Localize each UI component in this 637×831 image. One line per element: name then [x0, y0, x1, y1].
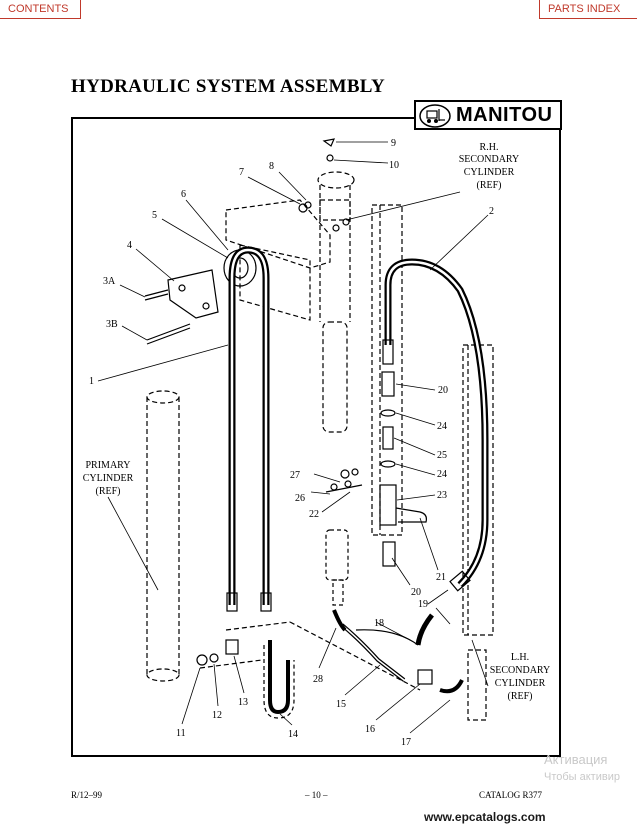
callout-12: 12 — [212, 710, 222, 721]
lh-label-line2: SECONDARY — [490, 665, 551, 676]
tee-13 — [225, 639, 239, 655]
callout-20a: 20 — [438, 385, 448, 396]
callout-19: 19 — [418, 599, 428, 610]
contents-button[interactable]: CONTENTS — [0, 0, 81, 19]
valve-23 — [379, 484, 397, 526]
callout-25: 25 — [437, 450, 447, 461]
tube-21 — [395, 507, 427, 523]
washer-10 — [326, 154, 334, 162]
adapter-20-top — [381, 371, 395, 397]
oring-24-bottom — [380, 460, 396, 468]
mounting-plate — [167, 269, 219, 319]
callout-27: 27 — [290, 470, 300, 481]
rh-label-line3: CYLINDER — [464, 167, 515, 178]
callout-5: 5 — [152, 210, 157, 221]
callout-14: 14 — [288, 729, 298, 740]
lh-label-line4: (REF) — [508, 691, 533, 702]
callout-20b: 20 — [411, 587, 421, 598]
manitou-logo: MANITOU — [414, 100, 562, 130]
callouts: 1 2 3A 3B 4 5 6 7 8 9 10 11 12 13 14 15 … — [89, 138, 494, 748]
bolts — [144, 289, 191, 345]
lh-secondary-cylinder — [462, 344, 494, 721]
elbow-28 — [332, 609, 347, 632]
callout-24a: 24 — [437, 421, 447, 432]
footer-catalog: CATALOG R377 — [479, 790, 543, 800]
parts-index-button[interactable]: PARTS INDEX — [539, 0, 637, 19]
callout-26: 26 — [295, 493, 305, 504]
adapter-20-bottom — [382, 541, 396, 567]
callout-7: 7 — [239, 167, 244, 178]
callout-23: 23 — [437, 490, 447, 501]
callout-22: 22 — [309, 509, 319, 520]
lh-label-line3: CYLINDER — [495, 678, 546, 689]
logo-text: MANITOU — [456, 104, 553, 126]
callout-9: 9 — [391, 138, 396, 149]
callout-28: 28 — [313, 674, 323, 685]
page-title: HYDRAULIC SYSTEM ASSEMBLY — [71, 76, 386, 97]
washer-12 — [209, 653, 219, 663]
fitting-8 — [304, 201, 312, 209]
primary-label-line1: PRIMARY — [85, 460, 130, 471]
hose-2 — [384, 258, 489, 588]
callout-3b: 3B — [106, 319, 118, 330]
oring-24-top — [380, 409, 396, 417]
footer-page-number: – 10 – — [305, 790, 328, 800]
site-link[interactable]: www.epcatalogs.com — [424, 810, 546, 824]
activation-watermark: Активация — [544, 752, 608, 767]
primary-label-line3: (REF) — [96, 486, 121, 497]
bolt-9 — [322, 138, 336, 147]
rh-label-line2: SECONDARY — [459, 154, 520, 165]
primary-cylinder — [146, 390, 180, 682]
hose-1 — [228, 246, 270, 605]
diagram-frame — [71, 117, 561, 757]
callout-17: 17 — [401, 737, 411, 748]
head-block — [225, 171, 355, 433]
adapter-25 — [382, 426, 394, 450]
callout-10: 10 — [389, 160, 399, 171]
lh-label-line1: L.H. — [511, 652, 529, 663]
callout-11: 11 — [176, 728, 186, 739]
fitting-7 — [298, 203, 308, 213]
rh-secondary-cylinder — [371, 204, 403, 536]
footer-date: R/12–99 — [71, 790, 103, 800]
callout-1: 1 — [89, 376, 94, 387]
callout-24b: 24 — [437, 469, 447, 480]
callout-15: 15 — [336, 699, 346, 710]
forklift-icon — [419, 104, 451, 128]
callout-13: 13 — [238, 697, 248, 708]
activation-watermark-sub: Чтобы активир — [544, 771, 620, 783]
callout-2: 2 — [489, 206, 494, 217]
callout-8: 8 — [269, 161, 274, 172]
callout-18: 18 — [374, 618, 384, 629]
primary-label-line2: CYLINDER — [83, 473, 134, 484]
callout-4: 4 — [127, 240, 132, 251]
leader-lines — [97, 141, 489, 734]
tee-16 — [417, 669, 433, 685]
hose-14 — [268, 640, 290, 715]
callout-3a: 3A — [103, 276, 116, 287]
rh-label-line4: (REF) — [477, 180, 502, 191]
callout-16: 16 — [365, 724, 375, 735]
rh-label-line1: R.H. — [480, 142, 499, 153]
callout-6: 6 — [181, 189, 186, 200]
fitting-11 — [196, 654, 208, 666]
elbow-17 — [439, 679, 464, 694]
callout-21: 21 — [436, 572, 446, 583]
